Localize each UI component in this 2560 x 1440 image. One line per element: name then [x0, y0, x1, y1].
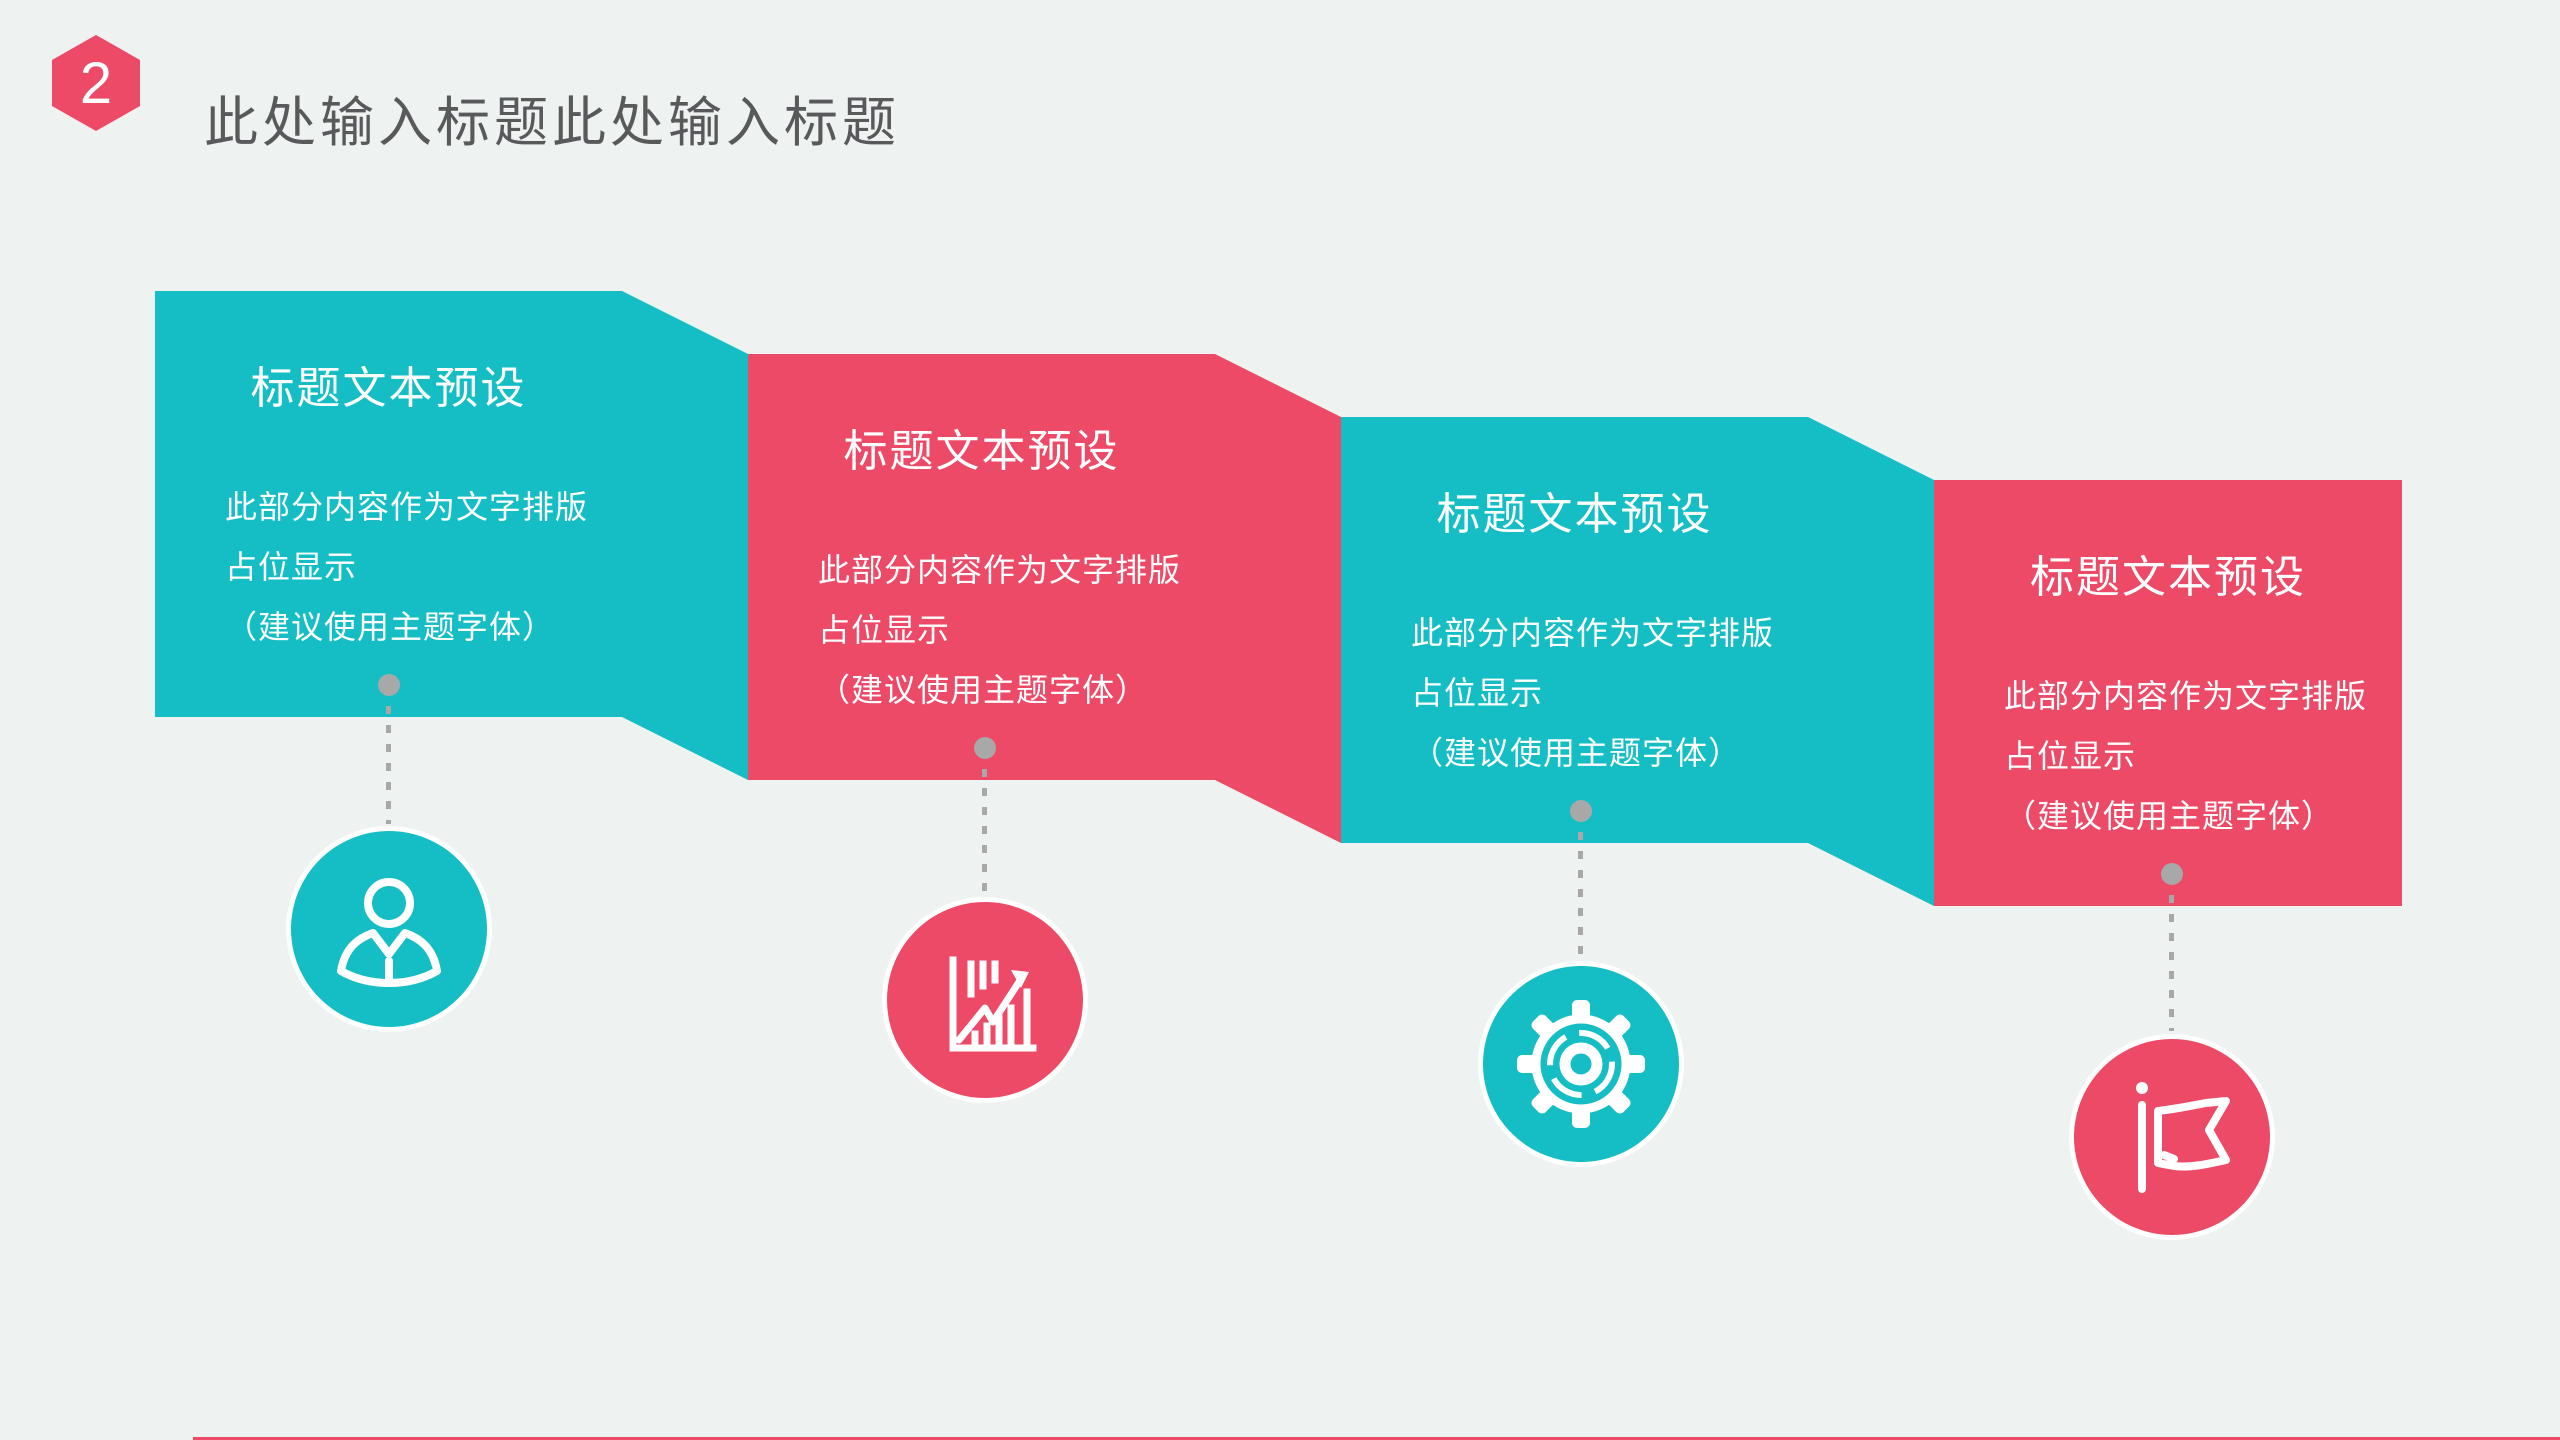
step-title: 标题文本预设: [2030, 553, 2306, 602]
connector-dot: [974, 737, 996, 759]
step-body: 此部分内容作为文字排版 占位显示 （建议使用主题字体）: [818, 540, 1298, 720]
step-body: 此部分内容作为文字排版 占位显示 （建议使用主题字体）: [2004, 666, 2484, 846]
step-card-4: 标题文本预设 此部分内容作为文字排版 占位显示 （建议使用主题字体）: [1934, 480, 2402, 906]
step-body-line: 占位显示: [225, 549, 358, 585]
bottom-accent-line: [193, 1437, 2560, 1440]
connector-dot: [2161, 863, 2183, 885]
step-body-line: 占位显示: [2004, 738, 2137, 774]
connector-dashed-line: [982, 769, 987, 895]
step-body: 此部分内容作为文字排版 占位显示 （建议使用主题字体）: [1411, 603, 1891, 783]
section-number-badge: 2: [52, 35, 140, 131]
step-body-line: 此部分内容作为文字排版: [1411, 615, 1775, 651]
connector-dashed-line: [1578, 832, 1583, 958]
step-title: 标题文本预设: [250, 364, 527, 413]
step-body-line: 此部分内容作为文字排版: [818, 552, 1182, 588]
step-body-line: （建议使用主题字体）: [1411, 735, 1742, 771]
gear-icon: [1483, 966, 1679, 1162]
step-title: 标题文本预设: [843, 427, 1120, 476]
step-title: 标题文本预设: [1436, 490, 1713, 539]
step-body-line: 占位显示: [1411, 675, 1544, 711]
step-body-line: （建议使用主题字体）: [225, 609, 556, 645]
step-body-line: （建议使用主题字体）: [2004, 798, 2335, 834]
step-card-2: 标题文本预设 此部分内容作为文字排版 占位显示 （建议使用主题字体）: [748, 354, 1341, 843]
step-card-3: 标题文本预设 此部分内容作为文字排版 占位显示 （建议使用主题字体）: [1341, 417, 1934, 906]
step-body-line: 此部分内容作为文字排版: [225, 489, 589, 525]
step-body-line: 占位显示: [818, 612, 951, 648]
chart-icon: [887, 902, 1083, 1098]
connector-dashed-line: [2169, 895, 2174, 1031]
step-body-line: 此部分内容作为文字排版: [2004, 678, 2368, 714]
connector-dashed-line: [386, 706, 391, 824]
person-icon: [291, 831, 487, 1027]
flag-icon: [2074, 1039, 2270, 1235]
page-title: 此处输入标题此处输入标题: [204, 93, 900, 154]
step-body-line: （建议使用主题字体）: [818, 672, 1149, 708]
step-card-1: 标题文本预设 此部分内容作为文字排版 占位显示 （建议使用主题字体）: [155, 291, 748, 780]
connector-dot: [378, 674, 400, 696]
connector-dot: [1570, 800, 1592, 822]
step-body: 此部分内容作为文字排版 占位显示 （建议使用主题字体）: [225, 477, 705, 657]
section-number: 2: [79, 50, 113, 116]
